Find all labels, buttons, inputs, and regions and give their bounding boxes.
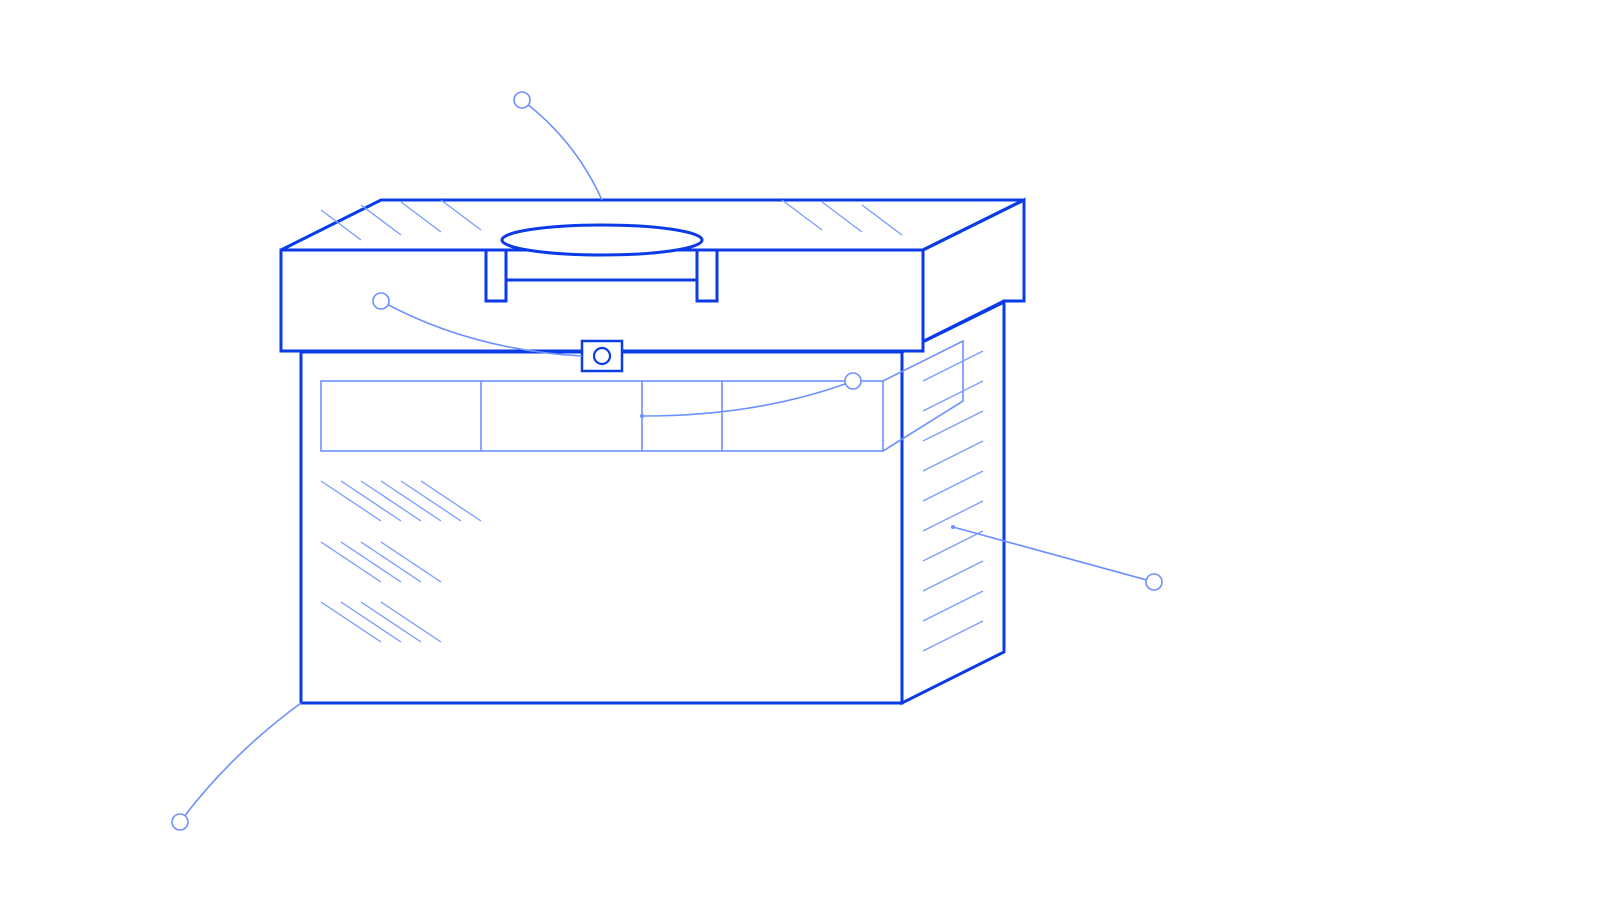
hatch-stroke: [320, 209, 362, 241]
hatch-stroke: [922, 560, 984, 592]
hatch-stroke: [781, 199, 823, 231]
hatch-stroke: [922, 380, 984, 412]
hatch-stroke: [340, 541, 402, 583]
hatch-stroke: [380, 601, 442, 643]
callout-leader-line: [641, 380, 854, 417]
callout-base: [171, 702, 302, 831]
hatch-stroke: [922, 410, 984, 442]
latch-plate: [580, 339, 624, 373]
hatch-stroke: [420, 480, 482, 522]
toolbox-body: [299, 299, 1006, 706]
handle-icon: [484, 223, 719, 303]
hatch-stroke: [440, 199, 482, 231]
hatch-stroke: [380, 541, 442, 583]
hatch-stroke: [922, 590, 984, 622]
callout-leader-line: [179, 702, 302, 823]
callout-handle: [513, 91, 603, 201]
tray-outline: [320, 380, 884, 452]
callout-marker-icon[interactable]: [372, 292, 390, 310]
hatch-stroke: [922, 350, 984, 382]
hatch-stroke: [320, 601, 382, 643]
hatch-stroke: [922, 530, 984, 562]
toolbox-lid: [279, 197, 1026, 354]
hatch-stroke: [340, 601, 402, 643]
front-tray: [320, 339, 964, 452]
hatch-stroke: [400, 480, 462, 522]
hatch-stroke: [320, 541, 382, 583]
callout-dot: [951, 525, 955, 529]
latch-icon: [580, 339, 624, 373]
callout-leader-line: [380, 300, 583, 357]
lid-top-hatching: [320, 199, 903, 241]
hatch-stroke: [922, 470, 984, 502]
hatch-stroke: [922, 500, 984, 532]
body-front-panel: [299, 350, 904, 705]
callout-marker-icon[interactable]: [844, 372, 862, 390]
callout-tray: [640, 372, 862, 418]
hatch-stroke: [360, 204, 402, 236]
hatch-stroke: [320, 480, 382, 522]
body-side-panel: [900, 299, 1006, 706]
callout-latch: [372, 292, 583, 357]
front-hatching: [320, 480, 482, 643]
callout-dot: [640, 414, 644, 418]
handle-right-bracket: [695, 248, 719, 303]
lid-side-outline: [901, 197, 1026, 354]
latch-ring: [592, 346, 612, 366]
hatch-stroke: [821, 201, 863, 233]
handle-grip: [500, 223, 704, 257]
hatch-stroke: [360, 601, 422, 643]
hatch-stroke: [380, 480, 442, 522]
hatch-stroke: [922, 620, 984, 652]
handle-left-bracket: [484, 248, 508, 303]
callout-marker-icon[interactable]: [171, 813, 189, 831]
callout-marker-icon[interactable]: [1145, 573, 1163, 591]
callouts: [171, 91, 1163, 831]
callout-marker-icon[interactable]: [513, 91, 531, 109]
hatch-stroke: [360, 480, 422, 522]
callout-leader-line: [952, 526, 1155, 583]
hatch-stroke: [400, 201, 442, 233]
side-hatching: [922, 350, 984, 652]
hatch-stroke: [861, 204, 903, 236]
callout-side-panel: [951, 525, 1163, 591]
hatch-stroke: [922, 440, 984, 472]
hatch-stroke: [360, 541, 422, 583]
tray-side-extension: [882, 339, 964, 452]
callout-leader-line: [521, 99, 603, 201]
hatch-stroke: [340, 480, 402, 522]
